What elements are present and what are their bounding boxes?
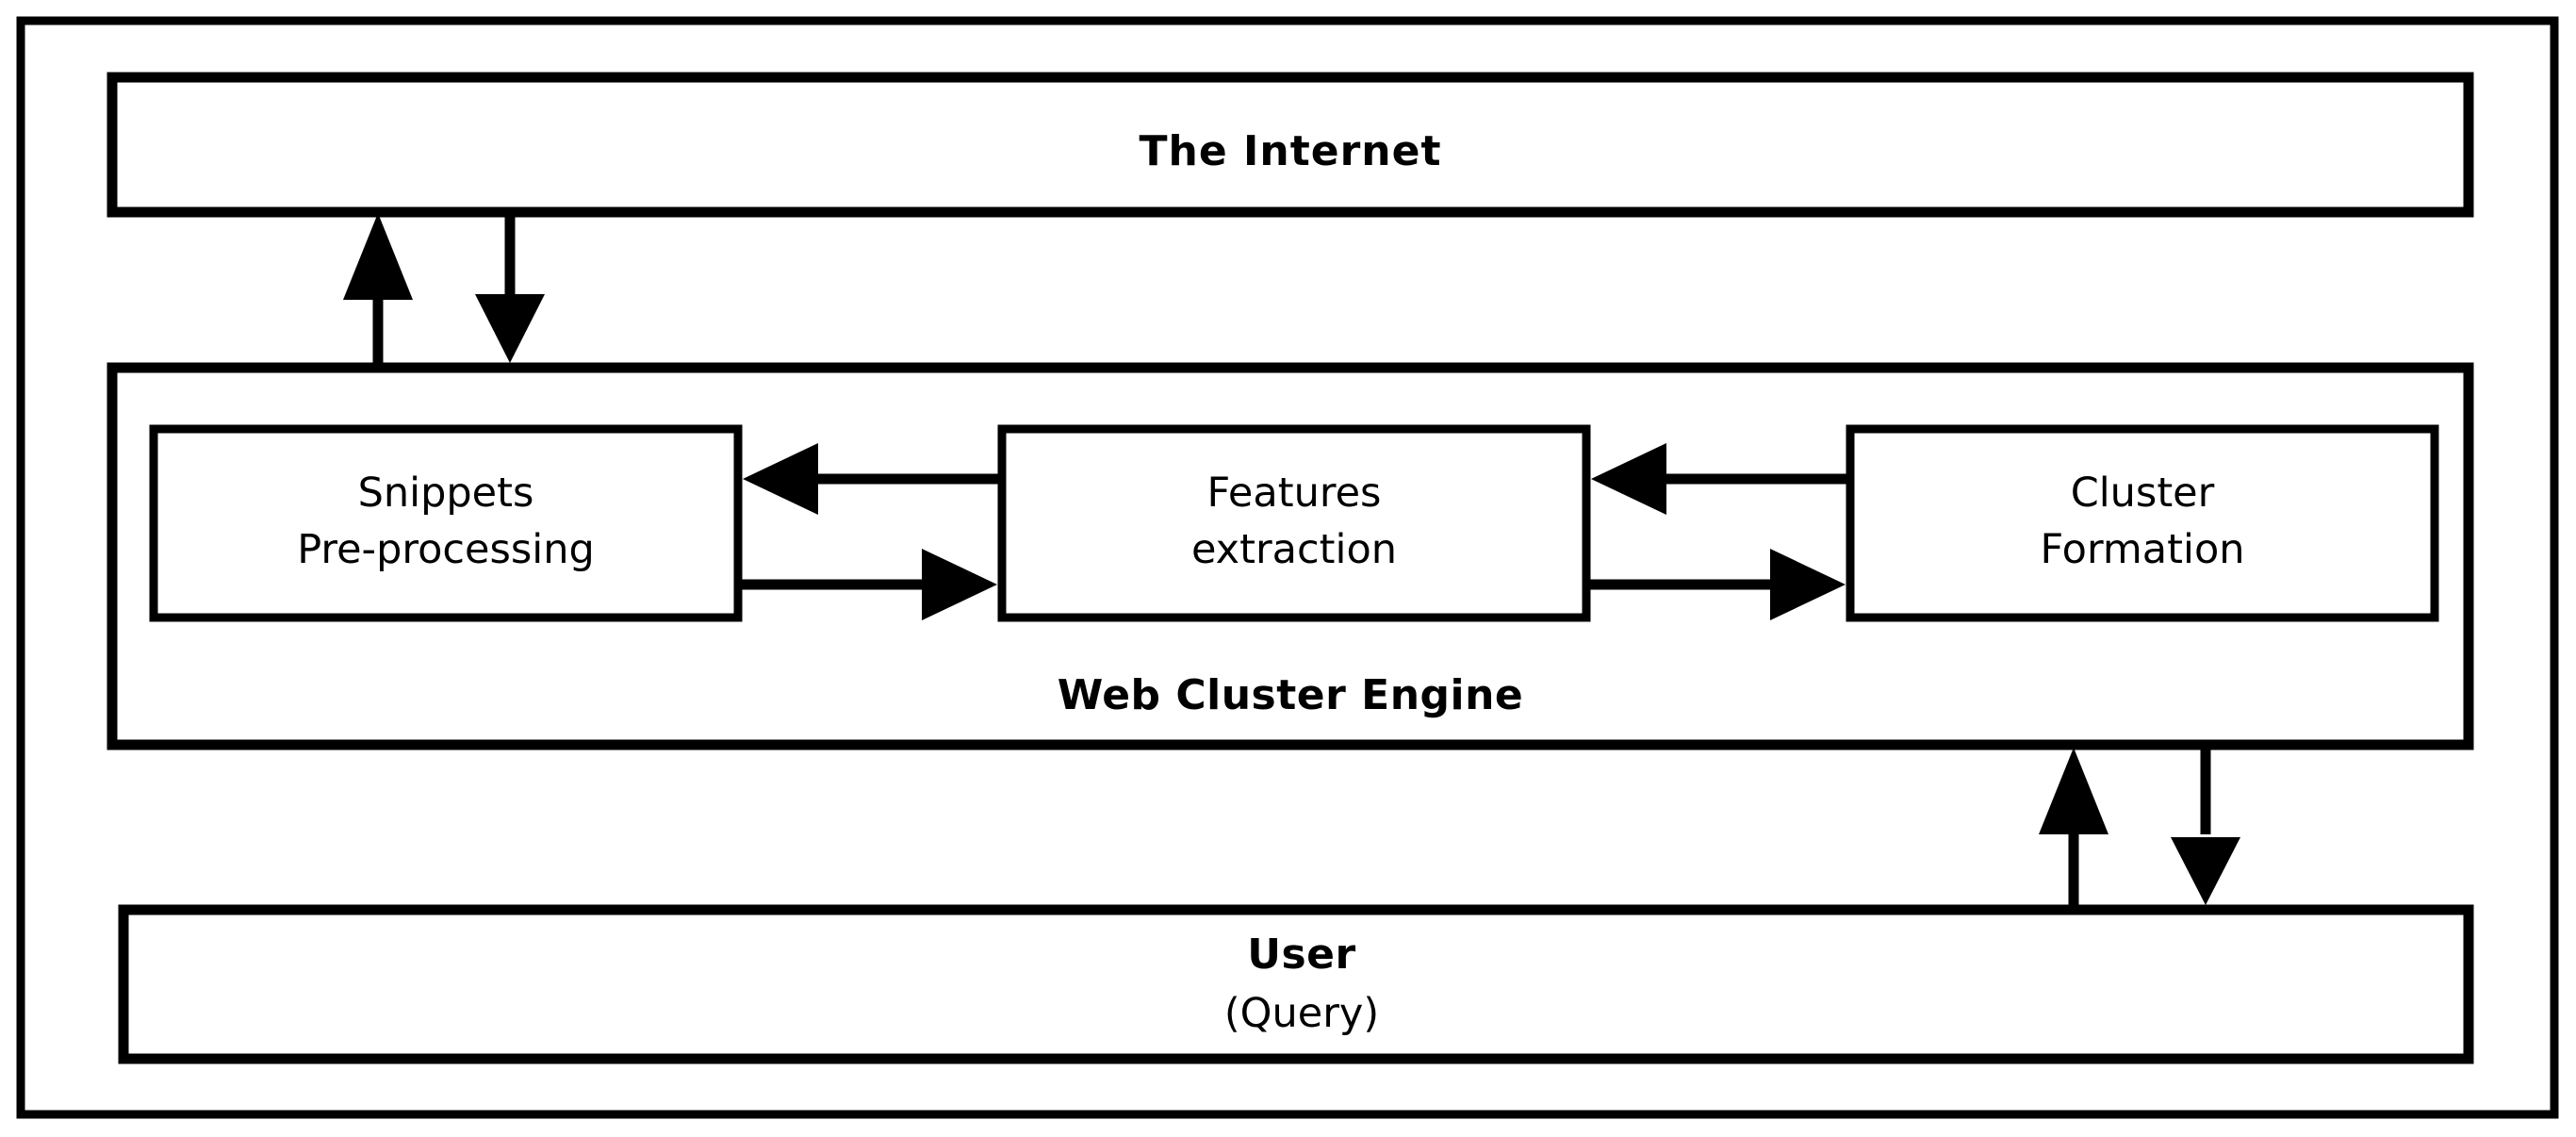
arrow-up-icon bbox=[343, 213, 413, 300]
user-label: User bbox=[1247, 931, 1355, 979]
connector-internet-to-engine bbox=[475, 213, 545, 363]
user-box[interactable] bbox=[118, 904, 2474, 1064]
features-extraction-box[interactable] bbox=[997, 424, 1591, 622]
snippets-preprocessing-label-line2: Pre-processing bbox=[297, 526, 595, 573]
snippets-preprocessing-label-line1: Snippets bbox=[358, 470, 534, 517]
system-boundary-frame bbox=[16, 16, 2559, 1119]
internet-label: The Internet bbox=[1140, 127, 1442, 175]
arrow-down-icon bbox=[475, 294, 545, 363]
arrow-up-icon bbox=[2039, 748, 2108, 834]
web-cluster-engine-label: Web Cluster Engine bbox=[1058, 671, 1524, 719]
connector-snippets-to-features bbox=[738, 549, 997, 620]
internet-box[interactable] bbox=[107, 72, 2474, 218]
features-extraction-label-line1: Features bbox=[1207, 470, 1382, 517]
snippets-preprocessing-box[interactable] bbox=[149, 424, 743, 622]
user-query-label: (Query) bbox=[1224, 990, 1379, 1037]
connector-cluster-to-features bbox=[1591, 443, 1850, 515]
connector-engine-to-user bbox=[2171, 748, 2240, 905]
connector-features-to-cluster bbox=[1586, 549, 1846, 620]
arrow-left-icon bbox=[1591, 443, 1666, 515]
features-extraction-label-line2: extraction bbox=[1191, 526, 1397, 573]
cluster-formation-label-line1: Cluster bbox=[2071, 470, 2215, 517]
arrow-left-icon bbox=[743, 443, 818, 515]
arrow-down-icon bbox=[2171, 837, 2240, 905]
cluster-formation-label-line2: Formation bbox=[2040, 526, 2244, 573]
arrow-right-icon bbox=[1770, 549, 1846, 620]
arrow-right-icon bbox=[922, 549, 997, 620]
web-cluster-engine-box[interactable] bbox=[107, 362, 2474, 750]
connector-user-to-engine bbox=[2039, 748, 2108, 907]
connector-features-to-snippets bbox=[743, 443, 1002, 515]
cluster-formation-box[interactable] bbox=[1846, 424, 2439, 622]
connector-engine-to-internet bbox=[343, 213, 413, 365]
